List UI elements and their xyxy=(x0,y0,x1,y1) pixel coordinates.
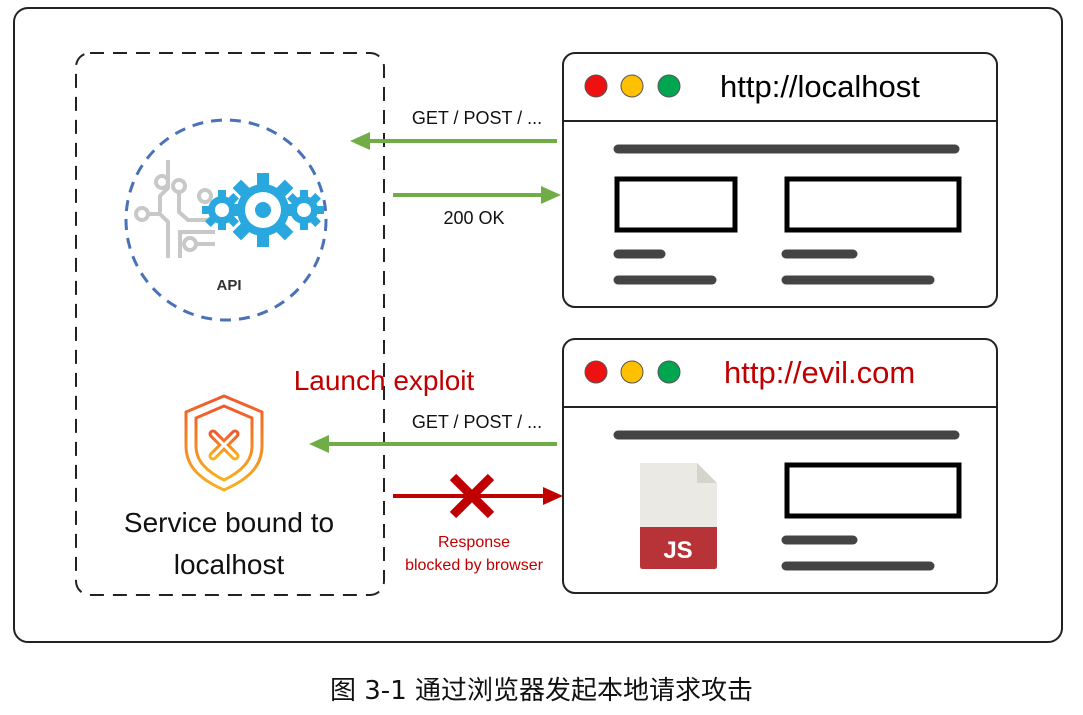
js-file-icon: JS xyxy=(640,463,717,569)
attack-title: Launch exploit xyxy=(294,365,475,396)
service-label-line1: Service bound to xyxy=(124,507,334,538)
response-arrow-top xyxy=(393,186,561,204)
close-dot-icon xyxy=(584,74,608,98)
request-label-bottom: GET / POST / ... xyxy=(412,412,542,432)
browser-url-localhost: http://localhost xyxy=(720,69,920,104)
response-label-top: 200 OK xyxy=(443,208,504,228)
minimize-dot-icon xyxy=(620,360,644,384)
circuit-icon xyxy=(134,160,215,258)
request-arrow-top xyxy=(350,132,557,150)
js-file-label: JS xyxy=(663,537,692,564)
request-arrow-bottom xyxy=(309,435,557,453)
browser-url-evil: http://evil.com xyxy=(724,355,915,390)
api-dashed-circle xyxy=(124,118,328,322)
minimize-dot-icon xyxy=(620,74,644,98)
blocked-x-icon xyxy=(449,473,495,519)
browser-window-localhost: http://localhost xyxy=(562,52,998,308)
maximize-dot-icon xyxy=(657,360,681,384)
request-label-top: GET / POST / ... xyxy=(412,108,542,128)
blocked-response-arrow xyxy=(393,473,563,519)
maximize-dot-icon xyxy=(657,74,681,98)
service-label-line2: localhost xyxy=(174,549,285,580)
attack-diagram: API Service bound to localhost http://lo… xyxy=(13,7,1063,643)
blocked-label-line2: blocked by browser xyxy=(405,557,544,574)
figure-caption: 图 3-1 通过浏览器发起本地请求攻击 xyxy=(330,676,753,706)
blocked-label-line1: Response xyxy=(438,534,510,551)
browser-window-evil: http://evil.com JS xyxy=(562,338,998,594)
api-label: API xyxy=(216,277,241,294)
api-icon: API xyxy=(124,118,328,322)
close-dot-icon xyxy=(584,360,608,384)
service-panel xyxy=(75,52,385,596)
shield-x-icon xyxy=(184,394,264,492)
